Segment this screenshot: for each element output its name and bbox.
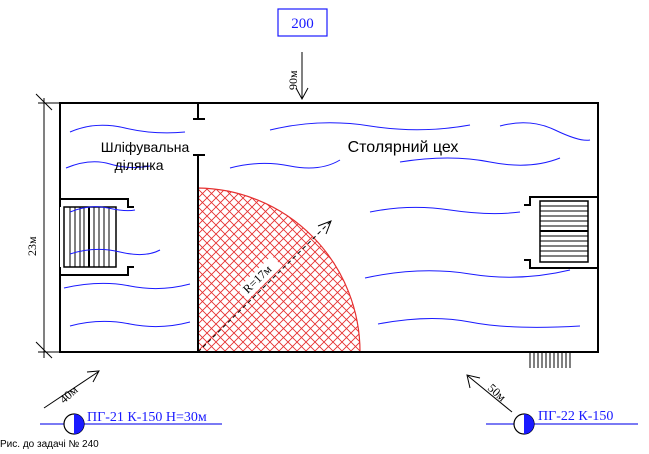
left-stairwell	[60, 198, 134, 276]
right-hydrant: ПГ-22 К-150	[486, 409, 638, 435]
grinding-room-label-line1: Шліфувальна	[101, 139, 190, 155]
fire-hydrant-icon	[63, 413, 85, 435]
right-approach: 50м	[466, 374, 513, 413]
fire-hydrant-icon	[513, 413, 535, 435]
top-approach: 90м	[286, 52, 309, 101]
figure-caption: Рис. до задачі № 240	[0, 439, 99, 450]
airflow-waves	[63, 122, 591, 328]
right-stairwell	[524, 196, 598, 269]
stairs-icon	[63, 206, 117, 268]
grinding-room-label: Шліфувальна ділянка	[101, 139, 190, 173]
right-approach-distance: 50м	[485, 381, 509, 405]
task-number-box: 200	[277, 8, 328, 37]
burning-zone: R=17м	[197, 187, 361, 353]
partition-wall	[193, 103, 205, 352]
entry-grate	[529, 352, 571, 368]
stairs-icon	[539, 200, 589, 263]
carpentry-room-label: Столярний цех	[348, 139, 459, 156]
left-hydrant: ПГ-21 К-150 Н=30м	[40, 410, 222, 435]
left-hydrant-label: ПГ-21 К-150 Н=30м	[87, 410, 207, 425]
height-label: 23м	[25, 236, 39, 256]
grinding-room-label-line2: ділянка	[115, 157, 164, 173]
top-approach-distance: 90м	[286, 70, 300, 90]
left-approach: 40м	[43, 370, 100, 409]
task-number: 200	[291, 16, 314, 32]
right-hydrant-label: ПГ-22 К-150	[538, 409, 613, 424]
height-dimension: 23м	[25, 93, 60, 359]
